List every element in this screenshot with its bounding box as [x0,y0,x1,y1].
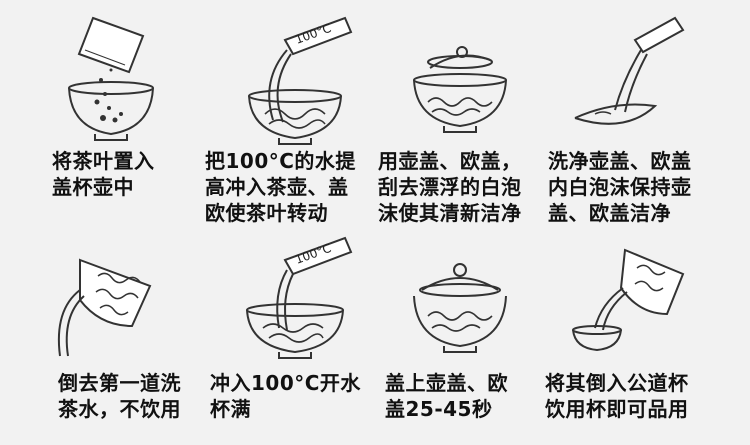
step-7-caption: 盖上壶盖、欧 盖25-45秒 [385,370,508,422]
step-2-line-3: 欧使茶叶转动 [205,201,328,225]
step-3-line-3: 沫使其清新洁净 [378,201,522,225]
step-7-illustration [413,263,507,353]
step-8-caption: 将其倒入公道杯 饮用杯即可品用 [545,370,689,422]
step-2-caption: 把100°C的水提 高冲入茶壶、盖 欧使茶叶转动 [205,148,356,226]
step-4-line-3: 盖、欧盖洁净 [548,201,671,225]
step-4-illustration [574,16,685,125]
step-1-line-1: 将茶叶置入 [52,149,155,173]
step-8-line-2: 饮用杯即可品用 [545,397,689,421]
step-7-line-2: 盖25-45秒 [385,397,493,421]
step-6-line-1: 冲入100°C开水 [210,371,361,395]
step-4-caption: 洗净壶盖、欧盖 内白泡沫保持壶 盖、欧盖洁净 [548,148,692,226]
step-3-line-2: 刮去漂浮的白泡 [378,175,522,199]
step-1-line-2: 盖杯壶中 [52,175,134,199]
step-5-line-1: 倒去第一道洗 [58,371,181,395]
step-7-line-1: 盖上壶盖、欧 [385,371,508,395]
step-3-line-1: 用壶盖、欧盖， [378,149,522,173]
step-4-line-2: 内白泡沫保持壶 [548,175,692,199]
step-6-caption: 冲入100°C开水 杯满 [210,370,361,422]
step-1-illustration [68,16,154,141]
step-5-caption: 倒去第一道洗 茶水，不饮用 [58,370,181,422]
step-5-line-2: 茶水，不饮用 [58,397,181,421]
step-6-line-2: 杯满 [210,397,251,421]
step-3-illustration [413,46,507,133]
step-4-line-1: 洗净壶盖、欧盖 [548,149,692,173]
step-2-line-1: 把100°C的水提 [205,149,356,173]
step-8-line-1: 将其倒入公道杯 [545,371,689,395]
step-1-caption: 将茶叶置入 盖杯壶中 [52,148,155,200]
step-6-illustration: 100°C [246,236,353,359]
step-2-line-2: 高冲入茶壶、盖 [205,175,349,199]
step-3-caption: 用壶盖、欧盖， 刮去漂浮的白泡 沫使其清新洁净 [378,148,522,226]
step-2-illustration: 100°C [248,16,353,145]
step-5-illustration [57,258,152,357]
step-8-illustration [572,248,685,352]
